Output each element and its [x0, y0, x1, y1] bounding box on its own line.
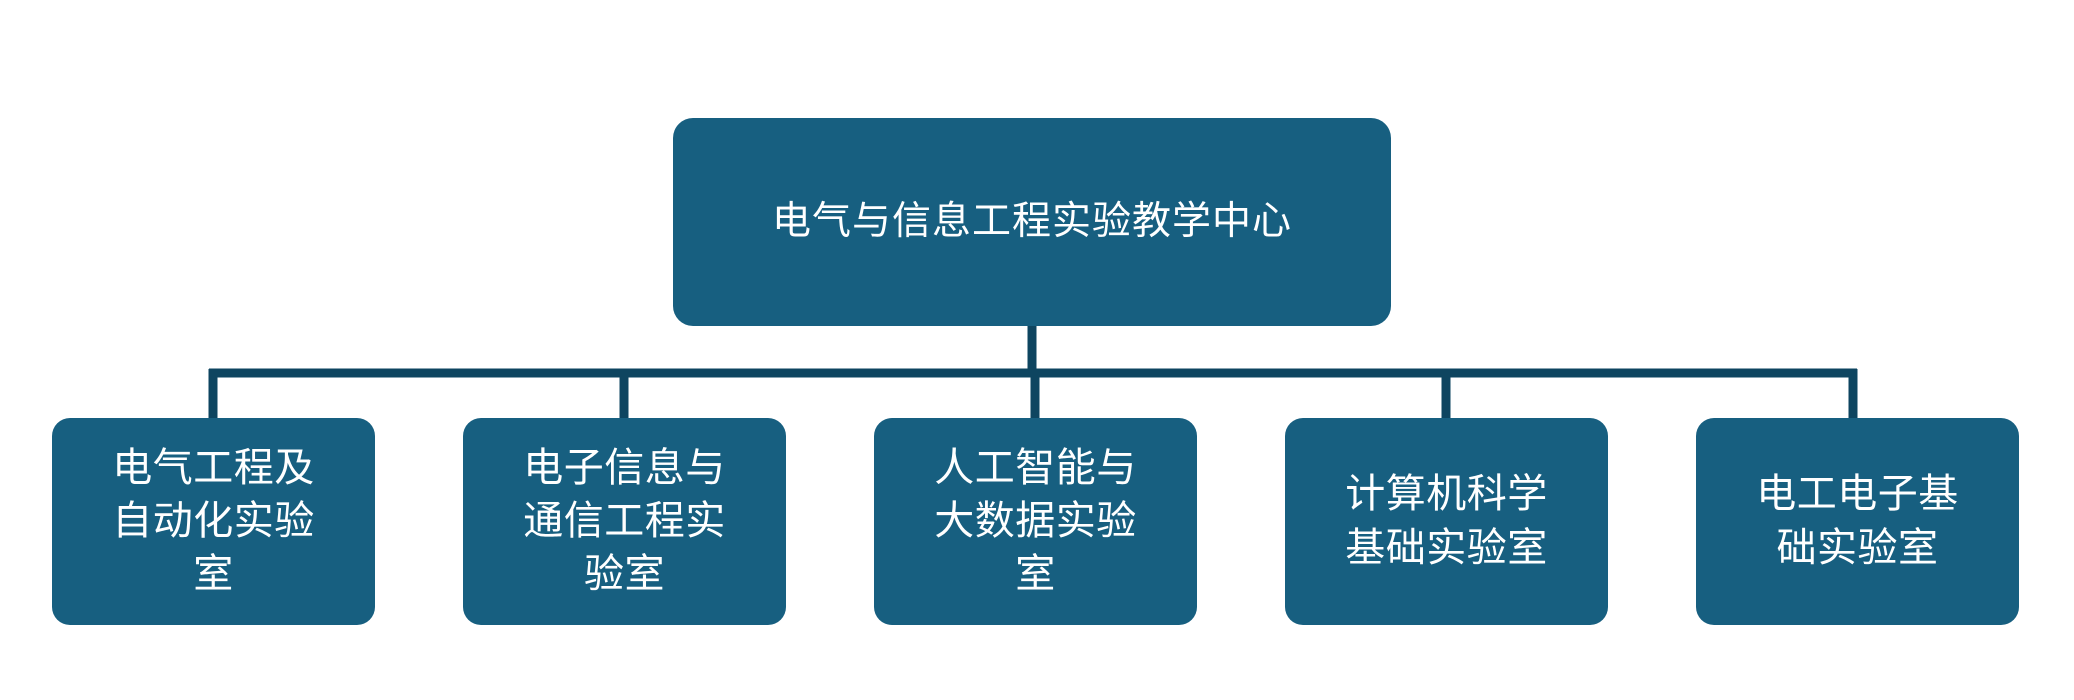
- node-child-label: 电气工程及 自动化实验 室: [112, 445, 315, 597]
- node-child-electrical-automation[interactable]: 电气工程及 自动化实验 室: [52, 418, 375, 625]
- node-child-computer-science[interactable]: 计算机科学 基础实验室: [1285, 418, 1608, 625]
- node-child-label: 电子信息与 通信工程实 验室: [523, 445, 726, 597]
- node-child-ai-bigdata[interactable]: 人工智能与 大数据实验 室: [874, 418, 1197, 625]
- node-child-label: 人工智能与 大数据实验 室: [934, 445, 1137, 597]
- node-root[interactable]: 电气与信息工程实验教学中心: [673, 118, 1391, 326]
- node-child-electronic-communication[interactable]: 电子信息与 通信工程实 验室: [463, 418, 786, 625]
- node-child-electrical-electronics-basic[interactable]: 电工电子基 础实验室: [1696, 418, 2019, 625]
- node-child-label: 电工电子基 础实验室: [1756, 472, 1959, 570]
- node-child-label: 计算机科学 基础实验室: [1345, 472, 1548, 570]
- node-root-label: 电气与信息工程实验教学中心: [771, 199, 1292, 243]
